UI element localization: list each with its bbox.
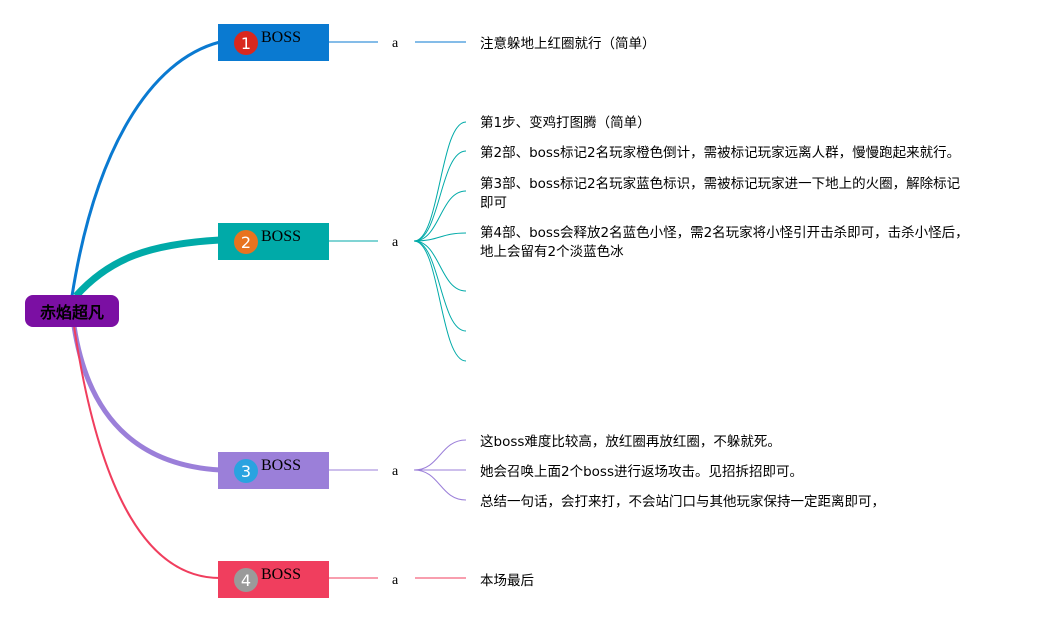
leaf-text[interactable]: 总结一句话，会打来打，不会站门口与其他玩家保持一定距离即可，	[480, 494, 885, 510]
sub-node-a-2[interactable]: a	[392, 235, 399, 250]
connector-root-boss-4	[73, 325, 221, 579]
root-label: 赤焰超凡	[39, 303, 104, 322]
branch-2-fan	[413, 121, 467, 362]
leaf-text[interactable]: 本场最后	[480, 573, 534, 589]
connector-root-boss-2	[73, 236, 221, 299]
leaf-text[interactable]: 注意躲地上红圈就行（简单）	[480, 36, 656, 52]
number-badge-icon: 4	[234, 568, 258, 592]
leaf-text-continuation[interactable]: 即可	[480, 195, 507, 211]
connector-root-boss-3	[71, 325, 221, 473]
number-badge-icon: 3	[234, 459, 258, 483]
root-node[interactable]: 赤焰超凡	[25, 295, 119, 327]
leaf-text[interactable]: 第3部、boss标记2名玩家蓝色标识，需被标记玩家进一下地上的火圈，解除标记	[480, 176, 961, 192]
boss-label: BOSS	[261, 228, 302, 245]
sub-node-a-4[interactable]: a	[392, 573, 399, 588]
leaf-text[interactable]: 第2部、boss标记2名玩家橙色倒计，需被标记玩家远离人群，慢慢跑起来就行。	[480, 145, 961, 161]
leaf-text-continuation[interactable]: 地上会留有2个淡蓝色冰	[480, 244, 624, 260]
sub-node-a-1[interactable]: a	[392, 36, 399, 51]
boss-label: BOSS	[261, 457, 302, 474]
branch-3-fan	[413, 439, 467, 501]
boss-label: BOSS	[261, 29, 302, 46]
leaf-text[interactable]: 她会召唤上面2个boss进行返场攻击。见招拆招即可。	[480, 464, 803, 480]
leaf-text[interactable]: 第1步、变鸡打图腾（简单）	[480, 115, 651, 131]
connector-root-boss-1	[70, 40, 221, 297]
sub-node-a-3[interactable]: a	[392, 464, 399, 479]
leaf-text[interactable]: 这boss难度比较高，放红圈再放红圈，不躲就死。	[480, 434, 781, 450]
boss-label: BOSS	[261, 566, 302, 583]
boss-node-2[interactable]: 2 BOSS	[218, 223, 329, 260]
leaf-text[interactable]: 第4部、boss会释放2名蓝色小怪，需2名玩家将小怪引开击杀即可，击杀小怪后，	[480, 225, 969, 241]
boss-node-4[interactable]: 4 BOSS	[218, 561, 329, 598]
number-badge-icon: 2	[234, 230, 258, 254]
boss-node-1[interactable]: 1 BOSS	[218, 24, 329, 61]
boss-node-3[interactable]: 3 BOSS	[218, 452, 329, 489]
number-badge-icon: 1	[234, 31, 258, 55]
